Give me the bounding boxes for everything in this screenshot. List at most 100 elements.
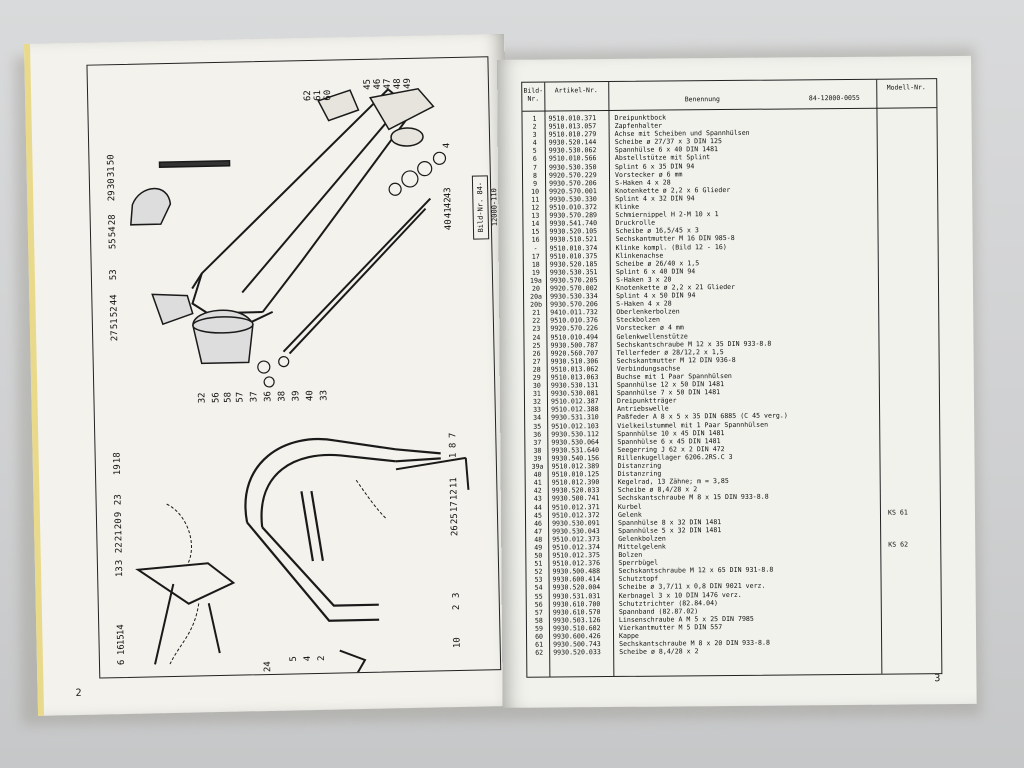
callout-label: 18	[113, 452, 123, 463]
part-number-cell: 59	[534, 624, 543, 633]
callout-label: 51	[110, 318, 120, 329]
part-number-cell: 25	[532, 341, 541, 350]
callout-label: 20	[114, 518, 124, 529]
model-number-cell: KS 62	[888, 540, 909, 549]
callout-label: 30	[107, 178, 117, 189]
part-number-cell: 29	[532, 373, 541, 382]
lower-callout-labels: 18 19 23 9 20 21 22 3 13 14 15 16 6 7 8 …	[113, 433, 463, 673]
callout-label: 33	[319, 390, 329, 401]
part-number-cell: 2	[532, 122, 537, 131]
callout-label: 50	[106, 154, 116, 165]
part-number-cell: 20b	[530, 300, 543, 309]
part-number-cell: 34	[533, 414, 542, 423]
callout-label: 5	[289, 656, 299, 662]
part-number-cell: 20a	[530, 292, 543, 301]
callout-label: 4	[442, 143, 452, 149]
part-number-cell: 58	[534, 616, 543, 625]
header-artikel-nr: Artikel-Nr.	[554, 86, 598, 95]
left-page-number: 2	[75, 687, 82, 700]
part-number-cell: 38	[533, 446, 542, 455]
callout-label: 3	[452, 593, 462, 599]
drawing-ref-label: Bild-Nr.	[476, 198, 486, 233]
part-number-cell: 8	[532, 171, 538, 180]
part-number-cell: 43	[533, 495, 542, 504]
callout-label: 27	[110, 330, 120, 341]
part-number-cell: 54	[534, 584, 543, 593]
callout-label: 60	[323, 90, 333, 101]
description-cell: Gelenk	[617, 510, 642, 519]
part-number-cell: 15	[531, 227, 540, 237]
part-number-cell: 19	[531, 268, 540, 277]
callout-label: 3	[115, 560, 125, 566]
callout-label: 57	[235, 392, 245, 403]
part-number-cell: 35	[533, 422, 542, 431]
drawing-reference-tag: Bild-Nr. 84-12000-110	[471, 175, 499, 240]
part-number-cell: 40	[533, 470, 542, 479]
part-number-cell: 28	[532, 365, 541, 374]
part-number-cell: 62	[535, 648, 544, 657]
callout-label: 19	[113, 464, 123, 475]
part-number-cell: 39	[533, 454, 542, 463]
callout-label: 61	[313, 90, 323, 101]
part-number-cell: 1	[532, 114, 537, 123]
header-bild-nr: Bild-Nr.	[523, 86, 544, 103]
part-number-cell: 20	[531, 284, 541, 293]
callout-label: 6	[117, 660, 127, 666]
callout-label: 62	[303, 90, 313, 101]
part-number-cell: 23	[532, 325, 541, 334]
part-number-cell: 44	[533, 503, 542, 512]
part-number-cell: 61	[535, 640, 544, 649]
callout-label: 38	[277, 391, 287, 402]
callout-label: 56	[211, 392, 221, 403]
upper-frame-arms	[191, 88, 432, 355]
part-number-cell: 5	[532, 147, 537, 156]
callout-label: 8	[448, 443, 458, 449]
part-number-cell: 39a	[531, 462, 544, 471]
part-number-cell: 31	[532, 389, 541, 398]
part-number-cell: 14	[531, 219, 540, 228]
part-number-cell: 27	[532, 357, 541, 366]
header-benennung: Benennung	[684, 95, 720, 104]
callout-label: 32	[197, 392, 207, 403]
part-number-cell: 41	[533, 478, 542, 487]
right-page-number: 3	[934, 673, 941, 685]
callout-label: 16	[117, 644, 127, 655]
crank-cover	[129, 159, 254, 365]
callout-label: 22	[114, 542, 124, 553]
part-number-cell: 52	[534, 567, 543, 576]
callout-label: 40	[444, 219, 454, 230]
bearing-stack	[257, 151, 447, 388]
callout-label: 36	[263, 391, 273, 402]
callout-label: 29	[107, 190, 117, 201]
part-number-cell: 37	[533, 438, 542, 447]
callout-label: 37	[249, 391, 259, 402]
callout-label: 42	[443, 197, 453, 208]
part-number-cell: 10	[531, 187, 540, 196]
description-cell: Kurbel	[617, 502, 642, 511]
parts-list-table: Bild-Nr. Artikel-Nr. Benennung 84-12000-…	[521, 78, 943, 678]
upper-callout-labels: 62 61 60 45 46 47 48 49 50 31 30 29 28 5…	[106, 78, 454, 403]
callout-label: 26	[450, 525, 460, 536]
callout-label: 15	[116, 634, 126, 645]
model-number-cell: KS 61	[887, 508, 908, 517]
callout-label: 55	[108, 238, 118, 249]
lower-u-frame	[244, 438, 441, 622]
part-number-cell: 42	[533, 486, 542, 496]
callout-label: 41	[444, 207, 454, 218]
description-cell: Bolzen	[618, 550, 643, 560]
callout-label: 7	[448, 433, 458, 439]
part-number-cell: 26	[532, 349, 541, 358]
part-number-cell: 3	[532, 130, 537, 139]
part-number-cell: 9	[533, 179, 538, 188]
callout-label: 39	[291, 390, 301, 401]
part-number-cell: 6	[532, 155, 537, 164]
callout-label: 24	[263, 661, 273, 672]
callout-label: 13	[115, 566, 125, 577]
part-number-cell: 47	[534, 527, 543, 536]
part-number-cell: 17	[531, 252, 540, 261]
callout-label: 9	[114, 512, 124, 518]
chains	[166, 479, 388, 665]
exploded-parts-drawing: 62 61 60 45 46 47 48 49 50 31 30 29 28 5…	[106, 78, 470, 678]
part-number-cell: 51	[534, 559, 543, 568]
